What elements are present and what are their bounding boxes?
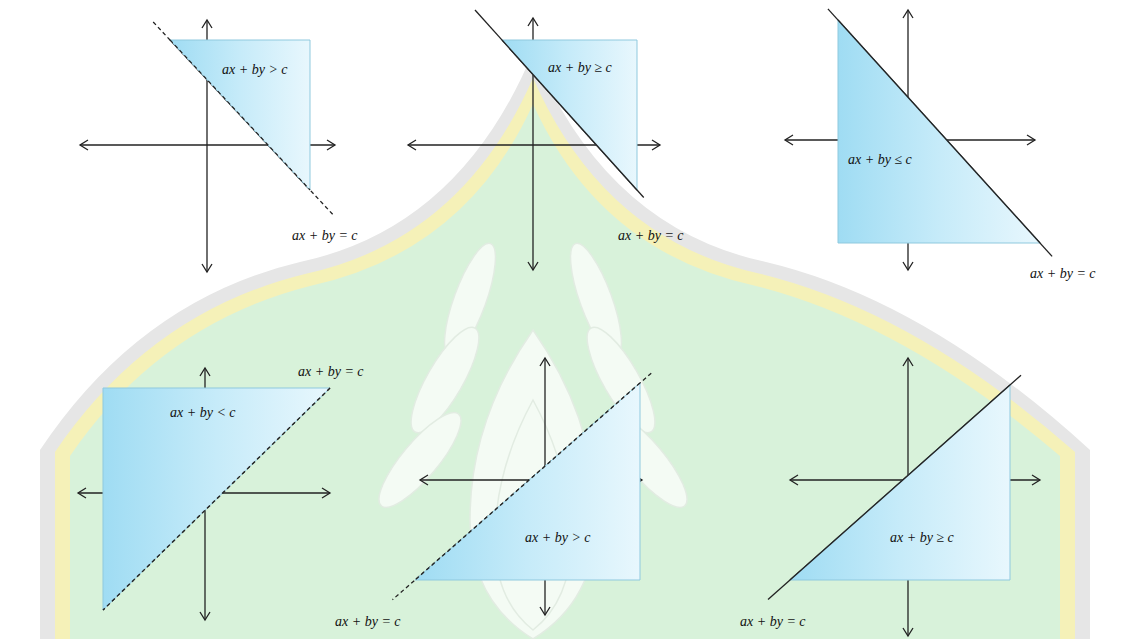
region-triangle: ax + by ≥ c (790, 385, 1010, 580)
boundary-line (475, 10, 644, 198)
region-triangle: ax + by > c (170, 40, 310, 190)
inequality-text: ax + by ≥ c (548, 60, 612, 76)
boundary-label: ax + by = c (618, 228, 684, 244)
region-shape (790, 385, 1010, 580)
region-triangle: ax + by ≤ c (838, 20, 1040, 243)
region-shape (103, 388, 330, 610)
region-shape (415, 383, 640, 580)
boundary-label: ax + by = c (292, 228, 358, 244)
boundary-label: ax + by = c (335, 614, 401, 630)
inequality-text: ax + by ≤ c (848, 152, 912, 168)
boundary-line (768, 375, 1021, 599)
region-triangle: ax + by > c (415, 383, 640, 580)
boundary-line (393, 373, 652, 600)
boundary-lines (103, 9, 1052, 610)
inequality-text: ax + by ≥ c (890, 530, 954, 546)
region-triangle: ax + by < c (103, 388, 330, 610)
inequality-text: ax + by > c (222, 62, 288, 78)
boundary-label: ax + by = c (1030, 266, 1096, 282)
boundary-label: ax + by = c (740, 614, 806, 630)
boundary-line (103, 388, 330, 610)
region-shape (838, 20, 1040, 243)
inequality-text: ax + by > c (525, 530, 591, 546)
boundary-line (153, 22, 334, 216)
axis-pair (78, 368, 330, 620)
region-triangle: ax + by ≥ c (502, 40, 637, 190)
boundary-line (828, 9, 1052, 257)
boundary-label: ax + by = c (298, 364, 364, 380)
inequality-text: ax + by < c (170, 405, 236, 421)
axis-pair (790, 358, 1040, 636)
coordinate-axes (78, 10, 1040, 636)
